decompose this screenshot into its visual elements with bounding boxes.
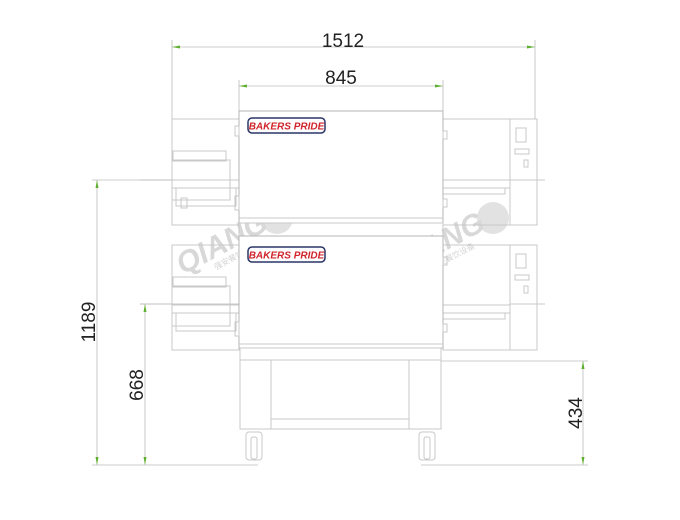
dimension-stand-height: 434 <box>441 360 588 465</box>
dimension-conveyor-height: 668 <box>127 303 172 465</box>
dimension-label: 1512 <box>322 31 364 52</box>
brand-logo-text: BAKERS PRIDE <box>249 122 325 133</box>
caster-right <box>418 431 436 461</box>
brand-logo-lower: BAKERS PRIDE <box>247 246 326 263</box>
brand-logo-upper: BAKERS PRIDE <box>247 117 326 134</box>
oven-stand <box>239 347 442 461</box>
right-conveyor-lower <box>442 244 545 351</box>
dimension-overall-width: 1512 <box>171 31 536 119</box>
brand-logo-text: BAKERS PRIDE <box>249 251 325 262</box>
dimension-label: 668 <box>127 369 148 401</box>
caster-left <box>245 431 263 461</box>
dimension-overall-height: 1189 <box>79 179 172 465</box>
dimension-label: 1189 <box>79 302 100 343</box>
dimension-label: 434 <box>566 397 587 429</box>
dimension-oven-width: 845 <box>238 68 444 111</box>
left-conveyor-upper <box>140 118 240 226</box>
dimension-label: 845 <box>325 68 357 89</box>
